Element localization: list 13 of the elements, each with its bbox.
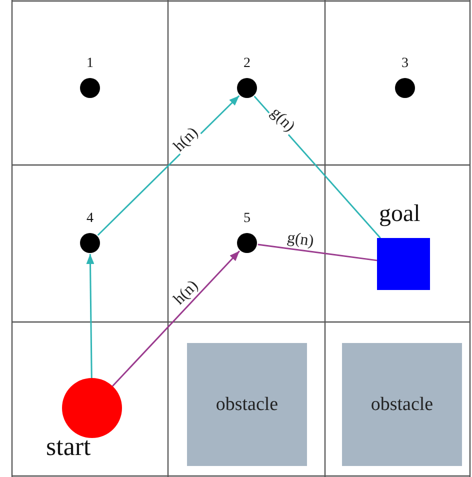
node-number: 3: [400, 56, 410, 72]
arrow: [112, 250, 240, 387]
node-number: 4: [86, 211, 94, 227]
start-label: start: [46, 432, 91, 462]
obstacle-block: obstacle: [342, 343, 462, 466]
arrow: [86, 254, 94, 378]
node-number: 1: [86, 56, 94, 72]
edge-label: g(n): [285, 230, 316, 250]
goal-label: goal: [379, 201, 420, 228]
node-number: 2: [242, 56, 252, 72]
obstacle-block: obstacle: [187, 343, 307, 466]
connector-line: [258, 244, 378, 262]
node-number: 5: [242, 211, 252, 227]
